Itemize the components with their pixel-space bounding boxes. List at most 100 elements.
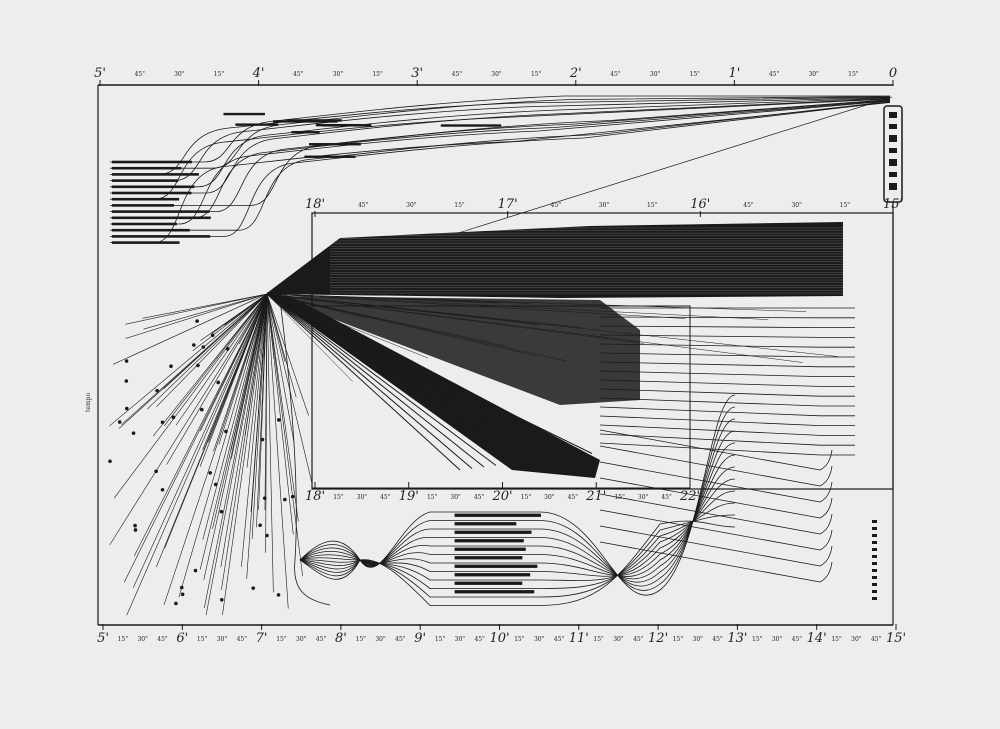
bottom-major-label-4: 9' <box>414 631 426 646</box>
fan-line-28 <box>125 293 268 325</box>
fan-line-20 <box>231 293 268 459</box>
wedge-ray-5 <box>266 293 521 463</box>
right-staff-line-4 <box>599 343 855 348</box>
lower-staff-line-6 <box>599 525 833 567</box>
top-time-scale: 5'4'3'2'1'045"30"15"45"30"15"45"30"15"45… <box>94 66 897 86</box>
fan-line-64 <box>265 293 268 553</box>
end-note-3 <box>872 541 877 544</box>
bottom-minor-label-13: 30" <box>455 636 466 643</box>
bottom-minor-label-26: 45" <box>792 636 803 643</box>
note-dot-11 <box>133 523 137 528</box>
fan-line-29 <box>220 293 268 568</box>
right-staff-line-14 <box>599 433 855 446</box>
weave-bar-1 <box>454 522 517 526</box>
floating-bar-4 <box>291 131 320 134</box>
fan-line-40 <box>109 293 268 546</box>
weave-bar-9 <box>454 590 535 594</box>
fan-line-right-7 <box>266 293 486 401</box>
inset-bottom-major-label-3: 21' <box>585 489 606 504</box>
end-note-6 <box>872 562 877 565</box>
staff-bar-1 <box>112 166 182 170</box>
note-dot-25 <box>155 388 159 393</box>
bottom-minor-label-23: 45" <box>712 636 723 643</box>
fan-line-54 <box>266 293 299 522</box>
inset-bottom-minor-label-7: 30" <box>544 494 555 501</box>
fan-line-21 <box>134 293 268 557</box>
inset-top-major-label-3: 15' <box>883 197 903 212</box>
end-note-10 <box>872 590 877 593</box>
note-dot-21 <box>251 586 256 590</box>
right-staff-line-2 <box>599 325 855 328</box>
fan-line-18 <box>126 293 268 616</box>
fan-line-12 <box>175 293 268 426</box>
top-minor-label-4: 30" <box>333 71 344 78</box>
fan-line-53 <box>246 293 268 468</box>
fan-line-52 <box>132 293 268 588</box>
bottom-major-label-6: 11' <box>569 631 589 646</box>
bottom-minor-label-16: 30" <box>534 636 545 643</box>
note-dot-1 <box>180 592 185 597</box>
end-note-0 <box>872 520 877 523</box>
fan-line-right-18 <box>266 293 807 312</box>
bottom-major-label-8: 13' <box>727 631 747 646</box>
bottom-minor-label-11: 45" <box>395 636 406 643</box>
end-note-1 <box>872 527 877 530</box>
bottom-major-label-7: 12' <box>648 631 668 646</box>
bottom-minor-label-4: 30" <box>217 636 228 643</box>
fan-line-1 <box>266 293 309 416</box>
fan-line-36 <box>142 293 268 319</box>
top-minor-label-10: 30" <box>650 71 661 78</box>
fan-line-43 <box>258 293 268 510</box>
fan-line-13 <box>152 293 268 437</box>
inset-bottom-minor-label-3: 15" <box>427 494 438 501</box>
bottom-minor-label-3: 15" <box>197 636 208 643</box>
weave-bar-6 <box>454 564 538 568</box>
staff-bar-3 <box>112 179 179 182</box>
fan-line-49 <box>200 293 268 432</box>
bottom-minor-label-6: 15" <box>276 636 287 643</box>
inset-bottom-minor-label-0: 15" <box>333 494 344 501</box>
fan-line-right-5 <box>266 293 420 373</box>
fan-line-61 <box>200 293 268 341</box>
note-dot-19 <box>124 359 129 363</box>
end-note-4 <box>872 548 877 551</box>
inset-bottom-minor-label-10: 30" <box>638 494 649 501</box>
end-note-9 <box>872 583 877 586</box>
fan-line-27 <box>143 293 268 330</box>
fan-line-9 <box>266 293 303 577</box>
floating-bar-3 <box>285 119 342 122</box>
bottom-major-label-10: 15' <box>886 631 906 646</box>
note-dot-5 <box>219 597 224 602</box>
fan-line-59 <box>222 293 268 616</box>
fan-line-45 <box>123 293 268 583</box>
note-dot-6 <box>160 420 165 425</box>
vertical-squiggle <box>279 299 331 606</box>
note-dots <box>108 319 877 606</box>
inset-top-minor-label-3: 45" <box>551 202 562 209</box>
wedge-ray-2 <box>266 293 485 468</box>
fan-line-69 <box>246 293 268 365</box>
top-strand-2 <box>110 96 891 175</box>
right-staff-line-13 <box>599 424 855 436</box>
note-dot-29 <box>210 333 215 338</box>
bottom-minor-label-0: 15" <box>118 636 129 643</box>
bottom-major-label-1: 6' <box>176 631 188 646</box>
right-staff-line-5 <box>599 352 855 358</box>
top-major-label-1: 4' <box>252 66 265 81</box>
radiating-fan-lines <box>109 293 839 616</box>
right-staff-line-7 <box>599 370 855 377</box>
inset-bottom-minor-label-1: 30" <box>357 494 368 501</box>
bottom-minor-label-8: 45" <box>316 636 327 643</box>
bottom-minor-label-15: 15" <box>514 636 525 643</box>
fan-line-right-11 <box>266 293 803 363</box>
weave-bar-5 <box>454 556 523 560</box>
bottom-minor-label-14: 45" <box>474 636 485 643</box>
fan-line-44 <box>164 293 268 427</box>
note-dot-14 <box>213 482 218 487</box>
bottom-minor-label-7: 30" <box>296 636 307 643</box>
bottom-minor-label-5: 45" <box>237 636 248 643</box>
weave-strand-10 <box>299 514 736 598</box>
right-staff-line-3 <box>599 334 855 338</box>
note-dot-22 <box>193 568 198 573</box>
bottom-minor-label-25: 30" <box>772 636 783 643</box>
